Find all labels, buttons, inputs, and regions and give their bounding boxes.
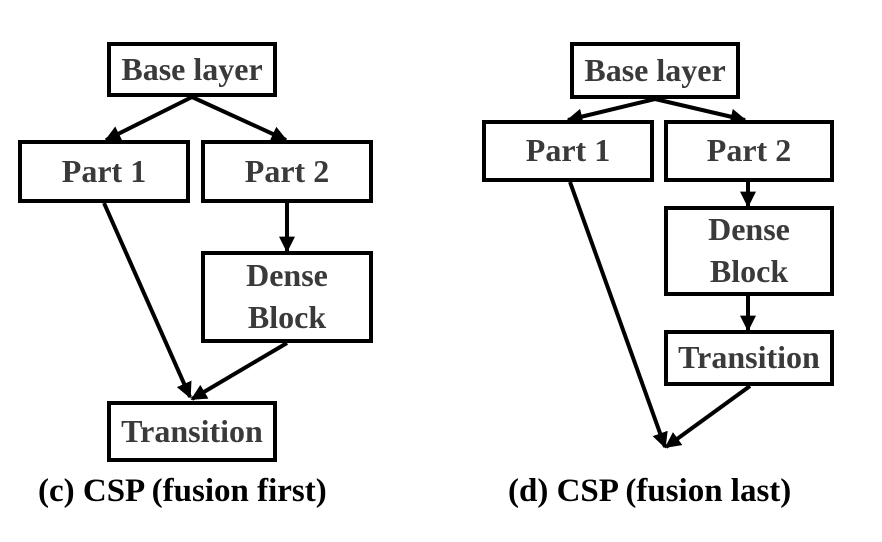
c-part2-node: Part 2: [201, 140, 373, 203]
d-dense-block-node: Dense Block: [664, 206, 834, 296]
c-dense-block-node: Dense Block: [201, 251, 373, 343]
edge-d-transition-to-fusion: [664, 384, 752, 449]
c-base-layer-node: Base layer: [107, 42, 277, 97]
d-part2-node: Part 2: [664, 120, 834, 182]
c-transition-node: Transition: [107, 401, 277, 462]
edge-c-base-to-part2: [191, 95, 288, 142]
d-transition-label: Transition: [678, 339, 820, 376]
c-transition-label: Transition: [121, 412, 263, 449]
c-caption: (c) CSP (fusion first): [38, 473, 327, 509]
d-transition-node: Transition: [664, 330, 834, 386]
edge-c-base-to-part1: [104, 95, 193, 142]
c-part1-label: Part 1: [61, 152, 147, 189]
d-part2-label: Part 2: [706, 132, 792, 169]
edge-c-dense-to-fusion: [190, 341, 289, 401]
d-dense-label-line2: Block: [709, 253, 789, 289]
c-base-layer-label: Base layer: [121, 50, 263, 87]
edge-d-base-to-part2: [654, 97, 747, 125]
d-dense-label-line1: Dense: [708, 211, 790, 248]
edge-d-part1-to-fusion: [568, 181, 668, 449]
c-part1-node: Part 1: [18, 140, 190, 203]
c-dense-label-line1: Dense: [246, 257, 328, 294]
c-dense-label-line2: Block: [247, 299, 327, 335]
edge-d-base-to-part1: [566, 97, 656, 125]
edge-c-part1-to-fusion: [102, 202, 192, 399]
c-part2-label: Part 2: [244, 152, 330, 189]
d-part1-node: Part 1: [482, 120, 654, 182]
d-caption: (d) CSP (fusion last): [508, 473, 792, 509]
d-base-layer-node: Base layer: [570, 42, 740, 99]
d-base-layer-label: Base layer: [584, 51, 726, 88]
d-part1-label: Part 1: [525, 132, 611, 169]
